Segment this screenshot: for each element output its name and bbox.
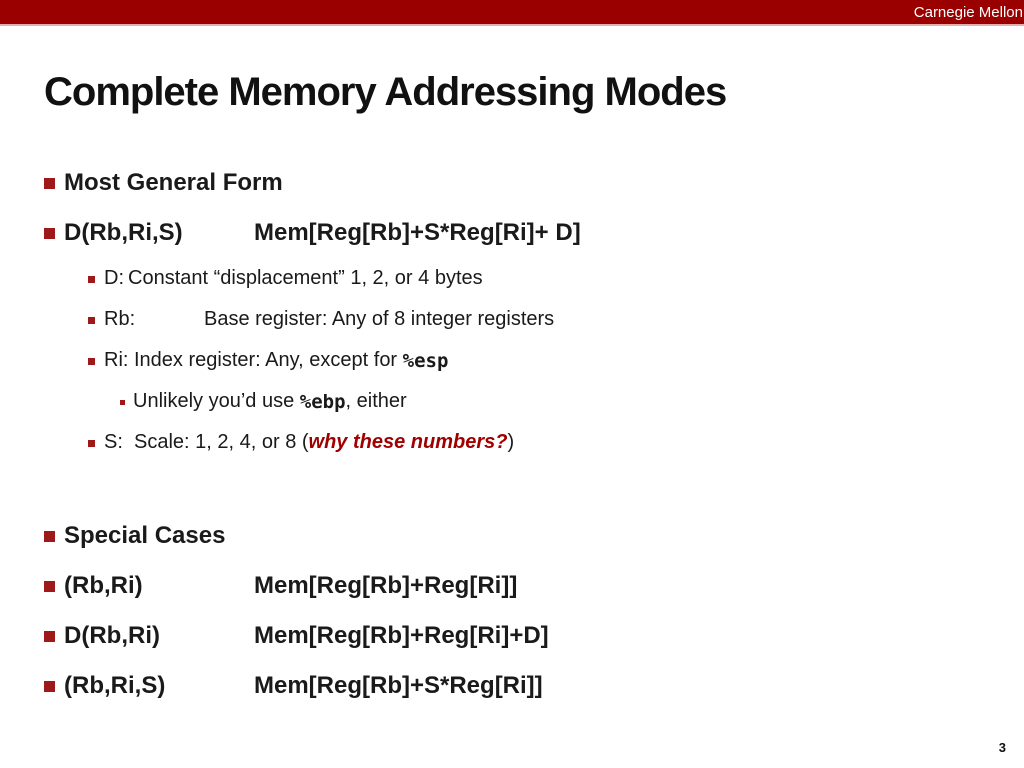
bullet-square-icon bbox=[44, 530, 55, 542]
brand-label: Carnegie Mellon bbox=[913, 4, 1023, 21]
bullet-square-icon bbox=[44, 227, 55, 239]
bullet-square-icon bbox=[88, 317, 95, 324]
term-definition: ) bbox=[507, 431, 515, 453]
heading-special-cases: Special Cases bbox=[64, 522, 226, 549]
addressing-mode-label: D(Rb,Ri) bbox=[64, 622, 160, 649]
note-text: Unlikely you’d use bbox=[133, 390, 300, 412]
register-name-esp: %esp bbox=[402, 349, 449, 372]
bullet-square-icon bbox=[44, 630, 55, 642]
list-item-ebp-note: Unlikely you’d use %ebp , either bbox=[0, 381, 1024, 422]
term-definition: Ri: Index register: Any, except for bbox=[104, 349, 403, 371]
header-banner: Carnegie Mellon bbox=[0, 0, 1024, 26]
term-label: D: bbox=[104, 267, 124, 289]
term-definition: Scale: 1, 2, 4, or 8 ( bbox=[134, 431, 309, 453]
page-title: Complete Memory Addressing Modes bbox=[44, 70, 727, 114]
bullet-square-icon bbox=[120, 400, 125, 405]
slide-body: Most General Form D(Rb,Ri,S) Mem[Reg[Rb]… bbox=[0, 158, 1024, 711]
term-label: S: bbox=[104, 431, 123, 453]
list-item-most-general-form: Most General Form bbox=[0, 158, 1024, 208]
bullet-square-icon bbox=[88, 358, 95, 365]
addressing-mode-formula: Mem[Reg[Rb]+Reg[Ri]] bbox=[254, 572, 518, 599]
page-number: 3 bbox=[998, 740, 1006, 755]
rhetorical-question: why these numbers? bbox=[308, 431, 508, 453]
addressing-mode-formula: Mem[Reg[Rb]+S*Reg[Ri]+ D] bbox=[254, 219, 581, 246]
note-text: , either bbox=[345, 390, 407, 412]
list-item-index-register: Ri: Index register: Any, except for %esp bbox=[0, 340, 1024, 381]
list-item-scale: S: Scale: 1, 2, 4, or 8 ( why these numb… bbox=[0, 422, 1024, 463]
bullet-square-icon bbox=[44, 580, 55, 592]
bullet-square-icon bbox=[44, 177, 55, 189]
list-item-special-case-1: (Rb,Ri) Mem[Reg[Rb]+Reg[Ri]] bbox=[0, 561, 1024, 611]
bullet-square-icon bbox=[88, 276, 95, 283]
section-gap bbox=[0, 463, 1024, 511]
list-item-special-case-3: (Rb,Ri,S) Mem[Reg[Rb]+S*Reg[Ri]] bbox=[0, 661, 1024, 711]
list-item-special-cases: Special Cases bbox=[0, 511, 1024, 561]
bullet-square-icon bbox=[44, 680, 55, 692]
bullet-square-icon bbox=[88, 440, 95, 447]
list-item-general-form: D(Rb,Ri,S) Mem[Reg[Rb]+S*Reg[Ri]+ D] bbox=[0, 208, 1024, 258]
addressing-mode-label: D(Rb,Ri,S) bbox=[64, 219, 183, 246]
term-definition: Constant “displacement” 1, 2, or 4 bytes bbox=[128, 267, 483, 289]
list-item-base-register: Rb: Base register: Any of 8 integer regi… bbox=[0, 299, 1024, 340]
register-name-ebp: %ebp bbox=[299, 390, 346, 413]
addressing-mode-label: (Rb,Ri) bbox=[64, 572, 143, 599]
addressing-mode-label: (Rb,Ri,S) bbox=[64, 672, 166, 699]
list-item-special-case-2: D(Rb,Ri) Mem[Reg[Rb]+Reg[Ri]+D] bbox=[0, 611, 1024, 661]
addressing-mode-formula: Mem[Reg[Rb]+S*Reg[Ri]] bbox=[254, 672, 543, 699]
heading-most-general-form: Most General Form bbox=[64, 169, 283, 196]
term-definition: Base register: Any of 8 integer register… bbox=[204, 308, 555, 330]
list-item-displacement: D: Constant “displacement” 1, 2, or 4 by… bbox=[0, 258, 1024, 299]
term-label: Rb: bbox=[104, 308, 136, 330]
addressing-mode-formula: Mem[Reg[Rb]+Reg[Ri]+D] bbox=[254, 622, 549, 649]
